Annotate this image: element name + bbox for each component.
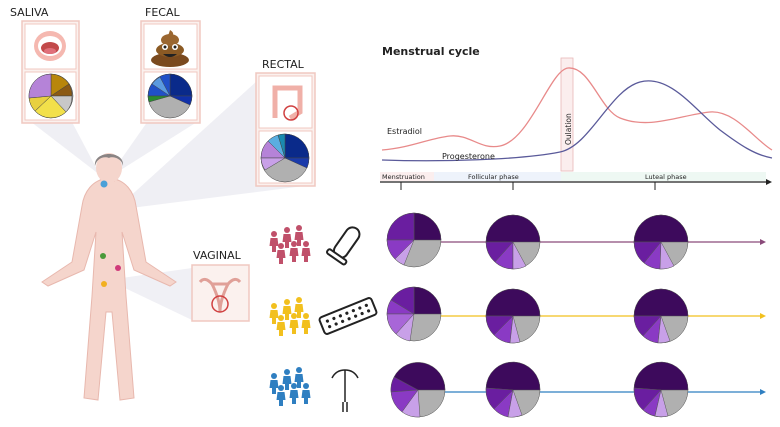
rectum-highlight [283, 105, 299, 121]
pie-iud-follicular [485, 361, 541, 418]
phase-follicular: Follicular phase [468, 173, 519, 181]
progesterone-curve [381, 80, 773, 162]
mouth-icon [34, 31, 66, 61]
fecal-box [140, 20, 201, 124]
ovulation-label: Oulation [564, 113, 573, 145]
colon-icon [272, 85, 303, 121]
pie-pill-luteal [633, 288, 689, 344]
fan-fecal [108, 118, 197, 178]
fan-saliva [22, 115, 100, 175]
pie-pill-menstruation [386, 286, 442, 342]
saliva-pie [28, 73, 74, 119]
pie-iud-menstruation [390, 362, 446, 418]
vagina-highlight [211, 295, 229, 313]
poop-icon [151, 30, 189, 67]
rectal-box [255, 72, 316, 187]
saliva-site-dot [100, 180, 108, 188]
cycle-title: Menstrual cycle [382, 45, 480, 58]
progesterone-label: Progesterone [442, 152, 495, 161]
pie-condom-menstruation [386, 212, 442, 268]
pie-condom-follicular [485, 214, 541, 270]
estradiol-label: Estradiol [387, 127, 422, 136]
people-group-icon [269, 225, 311, 264]
pill-pack-icon [318, 297, 378, 335]
female-body-figure [41, 153, 177, 401]
estradiol-curve [381, 67, 773, 151]
phase-menstruation: Menstruation [382, 173, 425, 181]
pie-iud-luteal [633, 361, 689, 418]
vaginal-site-dot [101, 281, 107, 287]
group-row-condom [269, 225, 766, 266]
fecal-pie [147, 73, 193, 119]
iud-icon [331, 369, 359, 412]
condom-icon [326, 226, 361, 266]
pie-condom-luteal [633, 214, 689, 270]
saliva-box [21, 20, 80, 124]
rectal-site-dot [115, 265, 121, 271]
rectal-label: RECTAL [262, 58, 305, 71]
people-group-icon [269, 297, 311, 336]
pie-pill-follicular [485, 288, 541, 344]
phase-luteal: Luteal phase [645, 173, 687, 181]
people-group-icon [269, 367, 311, 406]
rectal-pie [260, 133, 310, 183]
fecal-site-dot [100, 253, 106, 259]
group-row-pill [269, 297, 766, 336]
vaginal-label: VAGINAL [193, 249, 242, 262]
vaginal-box [191, 264, 250, 322]
fecal-label: FECAL [145, 6, 180, 19]
ovulation-band [560, 57, 574, 172]
cycle-timeline: Menstruation Follicular phase Luteal pha… [380, 172, 772, 190]
saliva-label: SALIVA [10, 6, 49, 19]
group-row-iud [269, 367, 766, 412]
